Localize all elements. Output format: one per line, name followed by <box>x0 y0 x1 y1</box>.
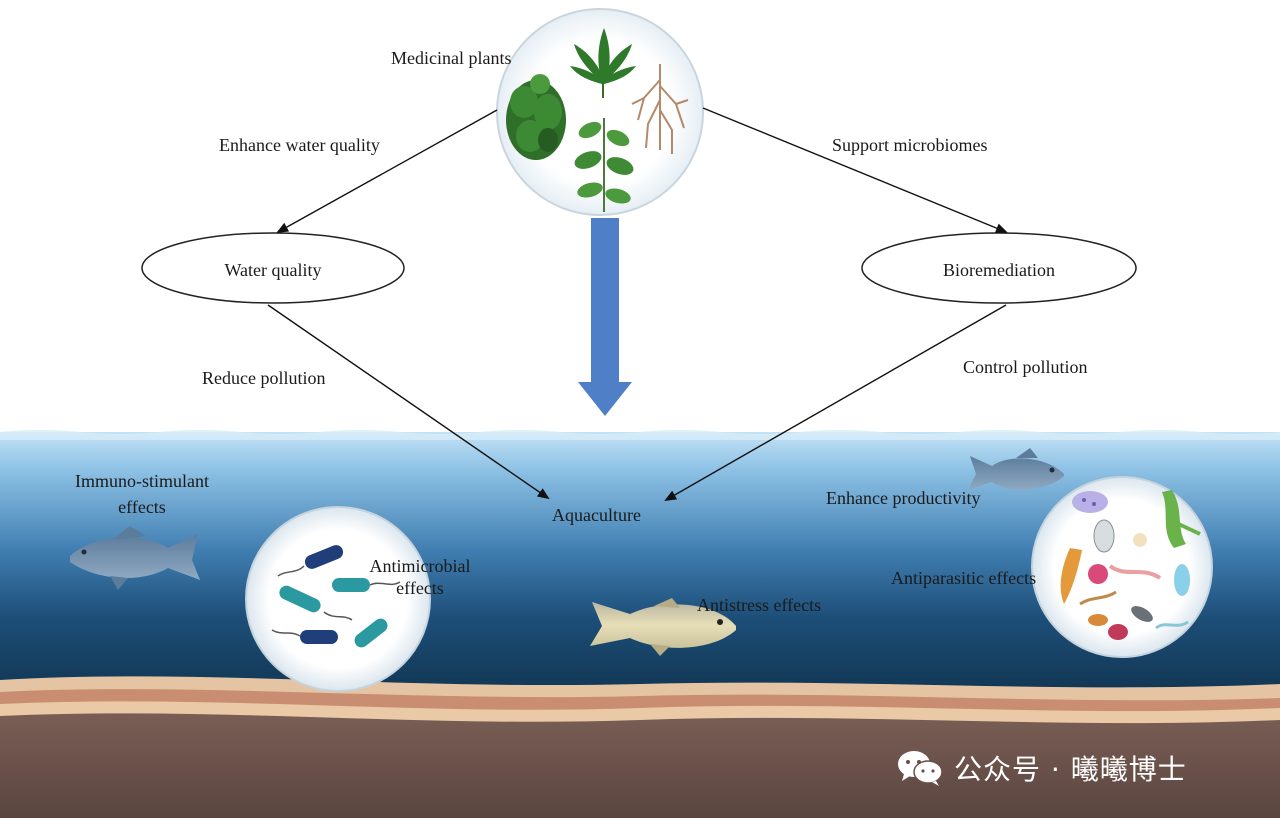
enhance-water-quality-label: Enhance water quality <box>219 135 380 155</box>
bacteria-bubble <box>245 506 431 692</box>
parasites-bubble <box>1031 476 1213 658</box>
fish-center-icon <box>590 598 736 656</box>
arrow-bioremediation-to-aquaculture <box>664 304 1007 501</box>
reduce-pollution-label: Reduce pollution <box>202 368 326 388</box>
arrow-plants-to-water-quality <box>276 109 498 233</box>
immuno-stimulant-line2: effects <box>118 497 166 517</box>
arrow-water-quality-to-aquaculture <box>267 304 550 500</box>
sea-floor <box>0 676 1280 818</box>
control-pollution-label: Control pollution <box>963 357 1088 377</box>
water-quality-node <box>141 232 405 304</box>
watermark: 公众号 · 曦曦博士 <box>896 746 1187 790</box>
support-microbiomes-label: Support microbiomes <box>832 135 988 155</box>
watermark-text: 公众号 · 曦曦博士 <box>954 753 1187 786</box>
antimicrobial-label: Antimicrobial effects <box>350 555 490 599</box>
fish-right-icon <box>968 448 1064 490</box>
bacteria-icon <box>271 545 401 648</box>
medicinal-plants-label: Medicinal plants <box>391 48 512 68</box>
immuno-stimulant-label: Immuno-stimulant effects <box>42 470 242 518</box>
connector-arrows <box>267 107 1008 501</box>
leaf-icon <box>570 28 636 98</box>
parasite-icon <box>1060 490 1201 640</box>
water-quality-label: Water quality <box>224 260 322 280</box>
wechat-icon <box>898 751 943 786</box>
arrow-plants-to-bioremediation <box>702 107 1008 233</box>
herb-bush-icon <box>506 74 566 160</box>
fish-left-icon <box>70 526 200 590</box>
immuno-stimulant-line1: Immuno-stimulant <box>75 471 209 491</box>
root-icon <box>631 64 689 154</box>
enhance-productivity-label: Enhance productivity <box>826 488 981 508</box>
bioremediation-node <box>861 232 1137 304</box>
medicinal-plants-illustration <box>496 8 704 216</box>
main-down-arrow <box>578 218 632 416</box>
antistress-label: Antistress effects <box>697 595 822 615</box>
antiparasitic-label: Antiparasitic effects <box>891 568 1037 588</box>
stem-plant-icon <box>574 118 634 212</box>
antimicrobial-line1: Antimicrobial <box>369 556 471 576</box>
aquaculture-label: Aquaculture <box>552 505 641 525</box>
antimicrobial-line2: effects <box>396 578 444 598</box>
bioremediation-label: Bioremediation <box>943 260 1055 280</box>
